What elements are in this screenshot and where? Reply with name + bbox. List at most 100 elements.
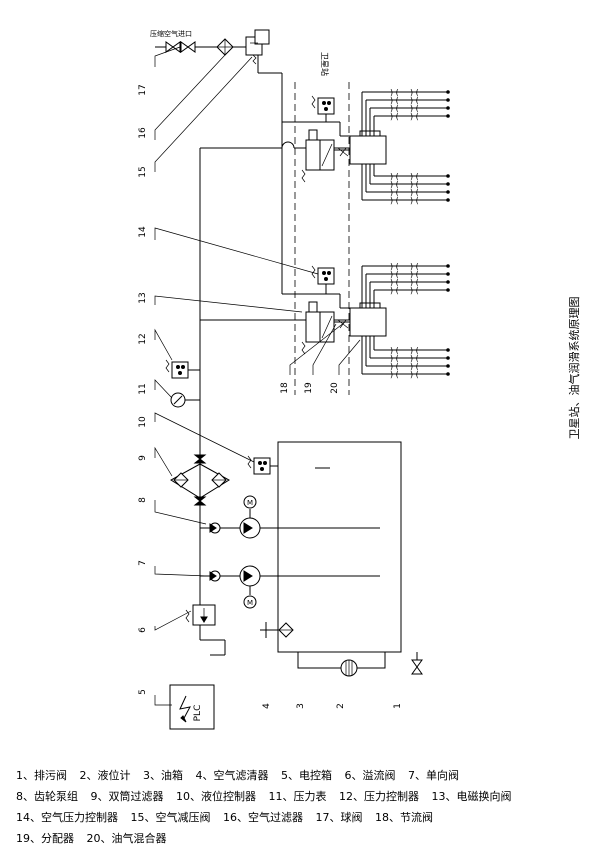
svg-text:) (: ) ( xyxy=(410,362,419,371)
level-gauge-icon xyxy=(340,659,358,677)
relief-valve-icon xyxy=(185,604,216,626)
nozzle-marks: ) () ( ) () ( ) () ( ) () ( ) () ( ) () … xyxy=(390,88,419,379)
leader-lines xyxy=(154,46,361,706)
lube-point-dots xyxy=(446,90,450,376)
solenoid-valve-upper xyxy=(301,129,335,183)
check-valve-upper-icon xyxy=(209,522,221,534)
callout-1: 1 xyxy=(393,703,403,709)
callout-5: 5 xyxy=(138,689,148,695)
air-line xyxy=(155,46,330,295)
check-valve-lower-icon xyxy=(209,570,221,582)
lubrication-schematic: M M xyxy=(138,29,581,730)
svg-text:) (: ) ( xyxy=(390,172,399,181)
oil-tank xyxy=(277,441,402,669)
distributor-lower xyxy=(361,265,448,375)
gear-pump-upper xyxy=(200,495,380,539)
svg-text:) (: ) ( xyxy=(410,346,419,355)
legend-item: 19、分配器 xyxy=(16,832,74,845)
svg-text:) (: ) ( xyxy=(390,88,399,97)
callout-9: 9 xyxy=(138,455,148,461)
legend-item: 6、溢流阀 xyxy=(344,769,396,782)
svg-text:) (: ) ( xyxy=(390,354,399,363)
level-controller-icon xyxy=(247,455,278,475)
callout-20: 20 xyxy=(330,382,340,394)
svg-text:) (: ) ( xyxy=(410,370,419,379)
oil-air-mixer-upper xyxy=(330,121,387,165)
callout-13: 13 xyxy=(138,292,148,303)
callout-4: 4 xyxy=(262,703,272,709)
legend-item: 5、电控箱 xyxy=(281,769,332,782)
svg-text:) (: ) ( xyxy=(410,104,419,113)
svg-text:) (: ) ( xyxy=(410,286,419,295)
legend-item: 11、压力表 xyxy=(268,790,327,803)
callout-8: 8 xyxy=(138,497,148,503)
drain-valve-icon xyxy=(411,652,423,675)
svg-text:) (: ) ( xyxy=(390,112,399,121)
svg-text:) (: ) ( xyxy=(390,180,399,189)
station-label: 卫星站 xyxy=(320,52,330,76)
svg-text:) (: ) ( xyxy=(410,262,419,271)
legend-row: 1、排污阀 2、液位计 3、油箱 4、空气滤清器 5、电控箱 6、溢流阀 7、单… xyxy=(16,765,586,786)
legend-item: 9、双筒过滤器 xyxy=(90,790,164,803)
pressure-gauge-icon xyxy=(170,392,200,408)
svg-text:) (: ) ( xyxy=(390,196,399,205)
distributor-upper xyxy=(361,91,448,201)
callout-3: 3 xyxy=(296,703,306,709)
svg-text:) (: ) ( xyxy=(390,286,399,295)
svg-text:) (: ) ( xyxy=(410,354,419,363)
callout-10: 10 xyxy=(138,416,148,428)
legend-item: 10、液位控制器 xyxy=(176,790,256,803)
svg-text:) (: ) ( xyxy=(390,188,399,197)
callout-18: 18 xyxy=(280,382,290,394)
svg-text:) (: ) ( xyxy=(390,104,399,113)
svg-text:) (: ) ( xyxy=(410,196,419,205)
legend-item: 2、液位计 xyxy=(79,769,131,782)
svg-text:) (: ) ( xyxy=(410,88,419,97)
legend-item: 13、电磁换向阀 xyxy=(431,790,512,803)
svg-text:) (: ) ( xyxy=(410,278,419,287)
legend-item: 17、球阀 xyxy=(315,811,363,824)
legend-item: 12、压力控制器 xyxy=(339,790,419,803)
svg-text:) (: ) ( xyxy=(390,370,399,379)
callout-14: 14 xyxy=(138,226,148,238)
callout-19: 19 xyxy=(304,382,314,394)
air-pressure-controller-lower-icon xyxy=(311,265,335,294)
svg-text:) (: ) ( xyxy=(390,96,399,105)
motor-label-lower: M xyxy=(247,599,253,607)
legend-item: 15、空气减压阀 xyxy=(130,811,211,824)
legend-item: 14、空气压力控制器 xyxy=(16,811,118,824)
svg-text:) (: ) ( xyxy=(410,112,419,121)
gear-pump-lower xyxy=(200,565,380,609)
air-pressure-reducer-icon xyxy=(245,29,270,65)
svg-text:) (: ) ( xyxy=(390,262,399,271)
motor-label-upper: M xyxy=(247,499,253,507)
svg-text:) (: ) ( xyxy=(390,362,399,371)
legend-item: 16、空气过滤器 xyxy=(223,811,303,824)
duplex-filter xyxy=(170,454,230,506)
legend-item: 4、空气滤清器 xyxy=(195,769,269,782)
air-pressure-controller-upper-icon xyxy=(311,95,335,122)
pressure-controller-icon xyxy=(165,359,200,379)
svg-text:) (: ) ( xyxy=(390,270,399,279)
callout-7: 7 xyxy=(138,560,148,566)
svg-text:) (: ) ( xyxy=(410,270,419,279)
svg-text:) (: ) ( xyxy=(410,172,419,181)
air-breather-icon xyxy=(260,622,294,638)
callout-12: 12 xyxy=(138,333,148,344)
solenoid-valve-lower xyxy=(301,301,335,355)
svg-text:) (: ) ( xyxy=(390,346,399,355)
svg-text:) (: ) ( xyxy=(410,188,419,197)
svg-text:) (: ) ( xyxy=(410,96,419,105)
throttle-valve-upper-icon xyxy=(334,147,350,157)
callout-11: 11 xyxy=(138,383,148,394)
electric-control-box xyxy=(169,684,215,730)
callout-15: 15 xyxy=(138,166,148,177)
svg-text:) (: ) ( xyxy=(410,180,419,189)
svg-text:) (: ) ( xyxy=(390,278,399,287)
oil-line xyxy=(199,141,350,656)
legend-item: 20、油气混合器 xyxy=(86,832,167,845)
legend-item: 8、齿轮泵组 xyxy=(16,790,78,803)
diagram-title: 卫星站、油气润滑系统原理图 xyxy=(567,297,581,440)
parts-legend: 1、排污阀 2、液位计 3、油箱 4、空气滤清器 5、电控箱 6、溢流阀 7、单… xyxy=(16,765,586,849)
legend-item: 7、单向阀 xyxy=(408,769,459,782)
